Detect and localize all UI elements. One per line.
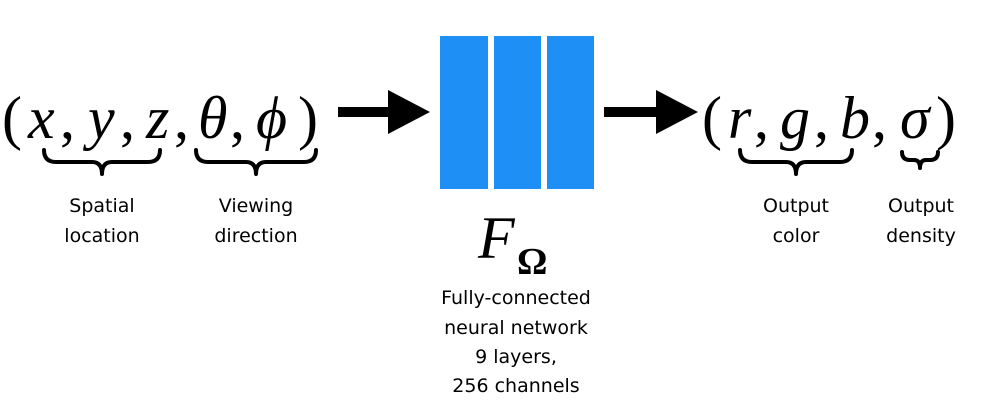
comma: , (60, 85, 75, 151)
svg-text:Viewing: Viewing (219, 195, 293, 217)
comma: , (814, 85, 829, 151)
input-tuple: ( x , y , z , θ , ϕ ) (2, 85, 318, 151)
svg-text:neural network: neural network (444, 317, 588, 339)
comma: , (872, 85, 887, 151)
spatial-location-label: Spatial location (64, 195, 139, 247)
var-theta: θ (198, 85, 227, 151)
network-layers (440, 36, 594, 189)
var-y: y (82, 85, 115, 151)
output-color-label: Output color (763, 195, 829, 247)
svg-text:Fully-connected: Fully-connected (441, 287, 591, 309)
input-arrow (338, 90, 430, 134)
var-b: b (840, 85, 870, 151)
input-close-paren: ) (298, 85, 318, 151)
comma: , (754, 85, 769, 151)
network-layer (440, 36, 488, 189)
output-arrow (604, 90, 698, 134)
output-density-brace (900, 150, 940, 170)
comma: , (120, 85, 135, 151)
viewing-direction-label: Viewing direction (214, 195, 297, 247)
network-layer (547, 36, 594, 189)
svg-text:Output: Output (763, 195, 829, 217)
input-open-paren: ( (2, 85, 22, 151)
svg-text:density: density (886, 225, 956, 247)
var-g: g (780, 85, 810, 151)
output-tuple: ( r , g , b , σ ) (702, 85, 956, 151)
svg-text:Spatial: Spatial (69, 195, 134, 217)
svg-text:direction: direction (214, 225, 297, 247)
network-subscript: Ω (517, 241, 547, 283)
svg-text:color: color (773, 225, 820, 247)
spatial-location-brace (42, 148, 162, 176)
var-phi: ϕ (256, 85, 287, 151)
svg-text:256 channels: 256 channels (452, 375, 579, 397)
var-r: r (728, 85, 752, 151)
svg-text:location: location (64, 225, 139, 247)
network-caption: Fully-connected neural network 9 layers,… (441, 287, 591, 397)
comma: , (230, 85, 245, 151)
comma: , (174, 85, 189, 151)
output-color-brace (738, 148, 854, 176)
var-sigma: σ (900, 85, 932, 151)
svg-text:9 layers,: 9 layers, (475, 346, 557, 368)
output-open-paren: ( (702, 85, 722, 151)
output-close-paren: ) (936, 85, 956, 151)
network-function-symbol: F (477, 205, 516, 271)
svg-text:Output: Output (888, 195, 954, 217)
viewing-direction-brace (194, 148, 318, 176)
output-density-label: Output density (886, 195, 956, 247)
var-z: z (145, 85, 169, 151)
var-x: x (27, 85, 55, 151)
network-layer (494, 36, 541, 189)
network-symbol: F Ω (477, 205, 547, 283)
